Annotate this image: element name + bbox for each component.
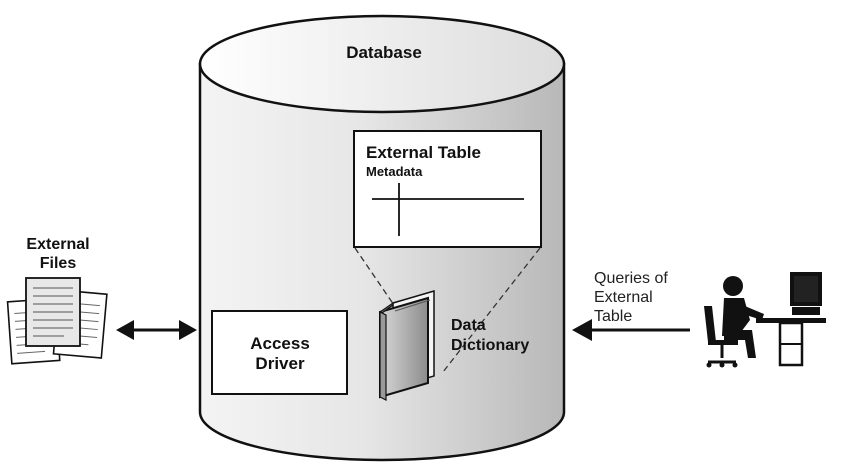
user-at-computer-icon [704,272,826,368]
access-driver-box: Access Driver [211,310,348,395]
queries-label-line3: Table [594,308,632,325]
document-stack-icon [6,277,108,365]
external-files-label-line2: Files [40,255,77,272]
external-table-metadata-box: External Table Metadata [353,130,542,248]
zoom-lines [354,247,541,373]
queries-label-line1: Queries of [594,270,668,287]
data-dictionary-label-line2: Dictionary [451,337,529,354]
left-arrow-icon [572,319,690,341]
metadata-title: External Table [366,143,481,162]
access-driver-label-line1: Access [250,334,310,353]
database-label: Database [346,43,422,62]
book-icon [378,289,435,401]
metadata-subtitle: Metadata [366,164,423,179]
double-arrow-icon [116,320,197,340]
queries-label-line2: External [594,289,653,306]
data-dictionary-label-line1: Data [451,317,486,334]
access-driver-label-line2: Driver [255,354,305,373]
external-files-label-line1: External [26,236,89,253]
